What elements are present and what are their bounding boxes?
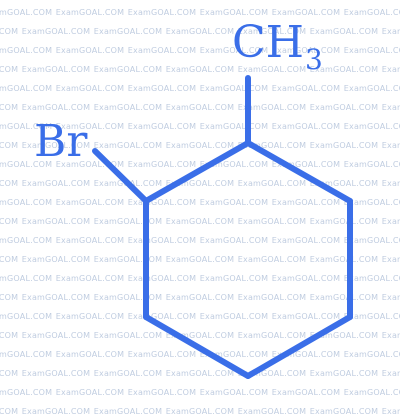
- bond-group: [92, 75, 353, 379]
- methyl-label: CH: [232, 17, 304, 68]
- methyl-subscript: 3: [305, 43, 323, 76]
- bromine-bond: [92, 148, 149, 204]
- ring-bond-6: [143, 140, 251, 204]
- ring-bond-1: [245, 140, 353, 204]
- ring-bond-3: [245, 314, 353, 379]
- ring-bond-4: [143, 314, 251, 379]
- bromine-label: Br: [34, 116, 88, 167]
